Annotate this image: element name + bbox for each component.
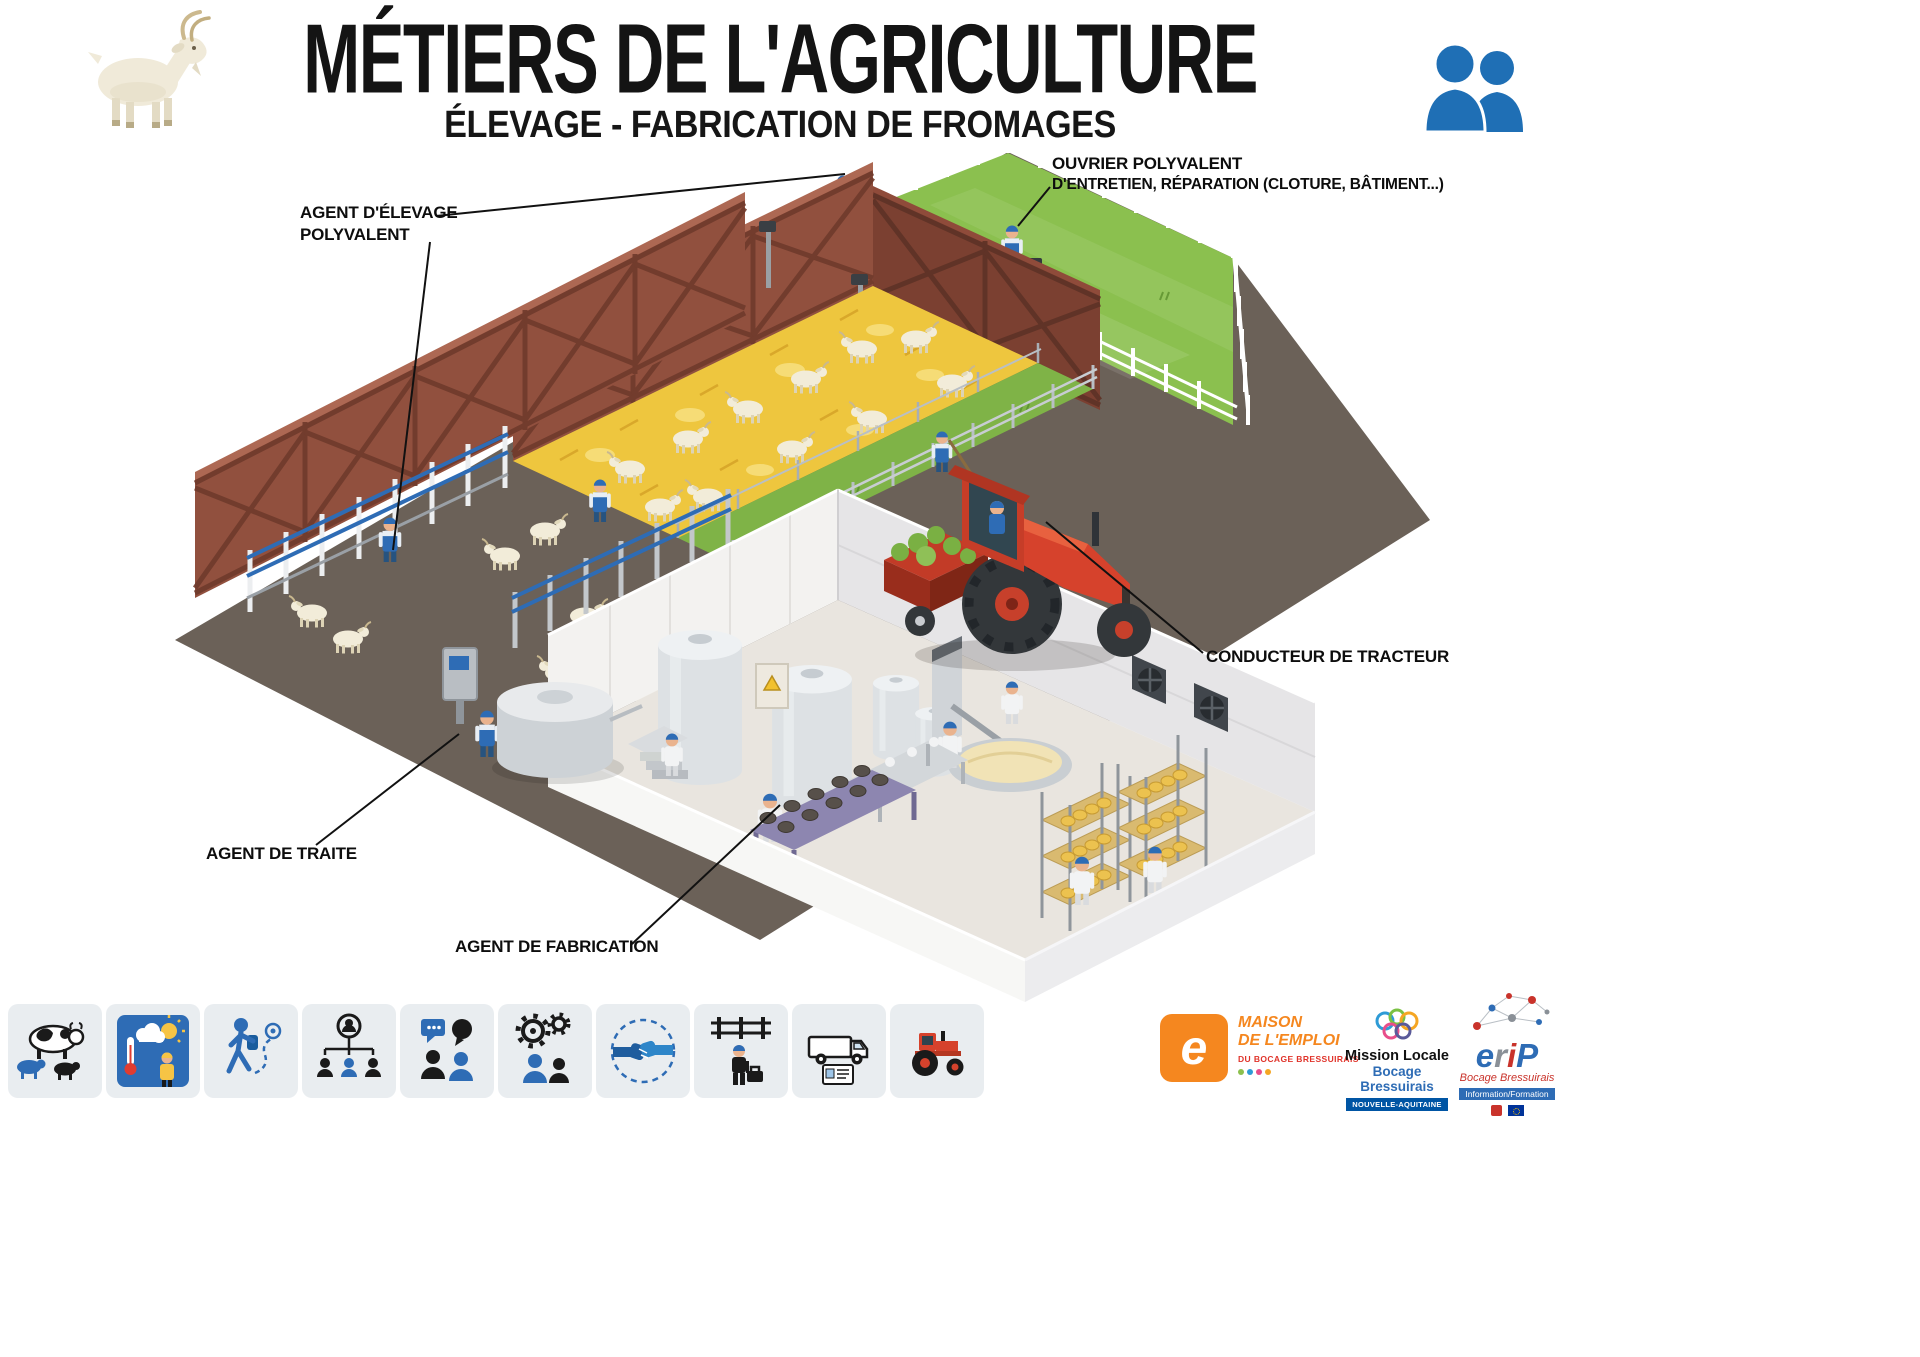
logo-mission-locale: Mission Locale Bocage Bressuirais NOUVEL… — [1336, 1008, 1458, 1112]
footer-tile-handshake — [596, 1004, 690, 1098]
callout-traite: AGENT DE TRAITE — [206, 844, 357, 863]
eu-flag-icon — [1507, 1104, 1524, 1116]
region-logo — [1490, 1104, 1502, 1116]
callout-fabrication: AGENT DE FABRICATION — [455, 937, 659, 956]
goat-illustration-icon — [88, 10, 211, 128]
maison-line1: MAISON — [1238, 1014, 1302, 1031]
footer-tile-maintenance — [694, 1004, 788, 1098]
mobility-route-icon — [226, 1018, 282, 1075]
mission-locale-line2: Bocage Bressuirais — [1360, 1064, 1434, 1094]
callout-agent-elevage-line2: POLYVALENT — [300, 225, 410, 245]
maison-line2: DE L'EMPLOI — [1238, 1032, 1340, 1050]
maison-dots — [1238, 1068, 1359, 1075]
callout-ouvrier-line1: OUVRIER POLYVALENT — [1052, 154, 1243, 173]
logo-erip: eriP Bocage Bressuirais Information/Form… — [1452, 988, 1562, 1116]
mission-locale-badge: NOUVELLE-AQUITAINE — [1346, 1098, 1448, 1111]
footer-tile-cattle — [8, 1004, 102, 1098]
tractor-icon — [912, 1031, 964, 1076]
erip-network-icon — [1473, 993, 1550, 1030]
callout-agent-elevage-line1: AGENT D'ÉLEVAGE — [300, 203, 458, 222]
footer-tile-tractor — [890, 1004, 984, 1098]
erip-flags — [1452, 1104, 1562, 1116]
fence-maintenance-icon — [711, 1017, 771, 1085]
delivery-van-icon — [807, 1035, 869, 1085]
erip-script: Bocage Bressuirais — [1459, 1071, 1555, 1084]
footer-icon-row — [8, 1004, 984, 1098]
team-structure-icon — [317, 1013, 381, 1077]
logo-maison-emploi: e MAISON DE L'EMPLOI DU BOCAGE BRESSUIRA… — [1160, 1014, 1359, 1082]
two-people-icon — [1423, 42, 1523, 132]
footer-tile-mobility — [204, 1004, 298, 1098]
footer-tile-team — [302, 1004, 396, 1098]
callout-ouvrier-line2: D'ENTRETIEN, RÉPARATION (CLOTURE, BÂTIME… — [1052, 176, 1444, 194]
erip-bar: Information/Formation — [1459, 1087, 1555, 1100]
maison-line3: DU BOCAGE BRESSUIRAIS — [1238, 1053, 1359, 1064]
barn-walls — [192, 162, 1102, 598]
tractor — [884, 465, 1151, 671]
page-title: MÉTIERS DE L'AGRICULTURE — [303, 3, 1258, 114]
footer-tile-van — [792, 1004, 886, 1098]
callout-conducteur: CONDUCTEUR DE TRACTEUR — [1206, 647, 1450, 666]
cattle-icon — [17, 1022, 85, 1080]
maison-emploi-mark: e — [1160, 1014, 1228, 1082]
milking-area — [246, 426, 732, 757]
footer-tile-weather — [106, 1004, 200, 1098]
cooling-tank — [492, 682, 643, 784]
callout-lines — [315, 173, 1204, 945]
footer-tile-skills — [498, 1004, 592, 1098]
outdoor-weather-work-icon — [117, 1015, 189, 1087]
page-subtitle: ÉLEVAGE - FABRICATION DE FROMAGES — [444, 104, 1116, 146]
handshake-icon — [610, 1018, 676, 1084]
communication-icon — [421, 1019, 473, 1081]
pasture-fence — [789, 123, 1250, 425]
callout-agent-elevage: AGENT D'ÉLEVAGE POLYVALENT — [300, 202, 458, 246]
skills-gears-icon — [515, 1012, 571, 1083]
mission-locale-circles-icon — [1375, 1008, 1419, 1040]
erip-wordmark: eriP — [1475, 1037, 1539, 1074]
mission-locale-line1: Mission Locale — [1345, 1048, 1449, 1064]
callout-ouvrier: OUVRIER POLYVALENT D'ENTRETIEN, RÉPARATI… — [1052, 153, 1444, 195]
footer-tile-communication — [400, 1004, 494, 1098]
